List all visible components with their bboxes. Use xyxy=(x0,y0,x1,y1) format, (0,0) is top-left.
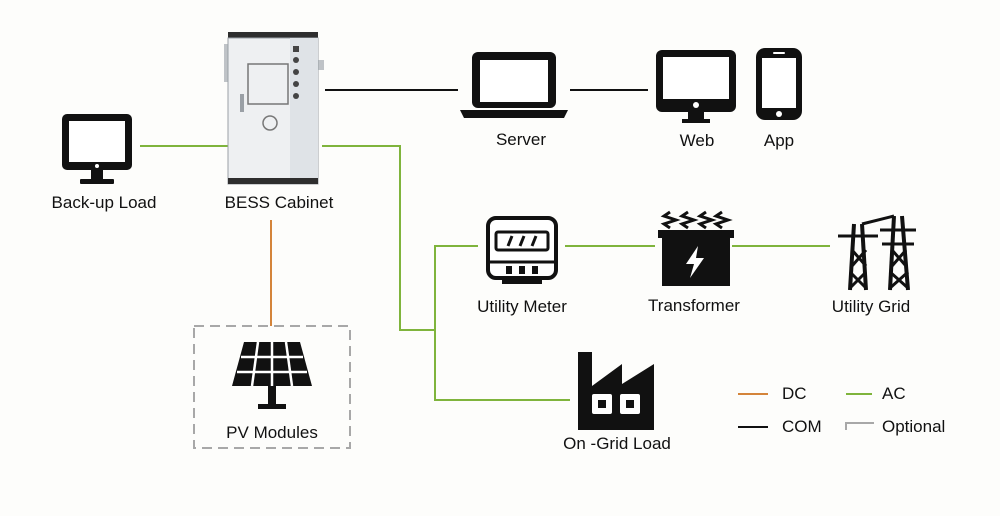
factory-icon xyxy=(578,352,654,430)
cabinet-icon xyxy=(224,32,324,185)
pv-modules-label: PV Modules xyxy=(226,423,318,442)
server-label: Server xyxy=(495,130,547,149)
bess-cabinet-label: BESS Cabinet xyxy=(224,193,334,212)
laptop-icon xyxy=(460,52,568,118)
on-grid-load-label: On -Grid Load xyxy=(563,434,671,453)
ac-lines xyxy=(140,145,830,401)
desktop-icon xyxy=(656,50,736,123)
legend-optional-swatch xyxy=(845,422,874,430)
tower-icon xyxy=(838,214,916,291)
web-label: Web xyxy=(679,131,715,150)
monitor-icon xyxy=(62,114,132,184)
optional-box xyxy=(193,325,351,449)
meter-icon xyxy=(486,216,558,284)
backup-load-label: Back-up Load xyxy=(51,193,157,212)
solar-panel-icon xyxy=(232,341,312,409)
ac-line-bess-bus xyxy=(322,145,435,331)
utility-meter-label: Utility Meter xyxy=(477,297,567,316)
legend-com-label: COM xyxy=(782,417,822,436)
legend-ac-label: AC xyxy=(882,384,906,403)
transformer-icon xyxy=(658,210,734,286)
ac-line-bus-vertical xyxy=(434,245,570,401)
legend-dc-label: DC xyxy=(782,384,807,403)
phone-icon xyxy=(756,48,802,120)
legend-optional-label: Optional xyxy=(882,417,946,436)
transformer-label: Transformer xyxy=(648,296,740,315)
utility-grid-label: Utility Grid xyxy=(831,297,911,316)
app-label: App xyxy=(763,131,795,150)
